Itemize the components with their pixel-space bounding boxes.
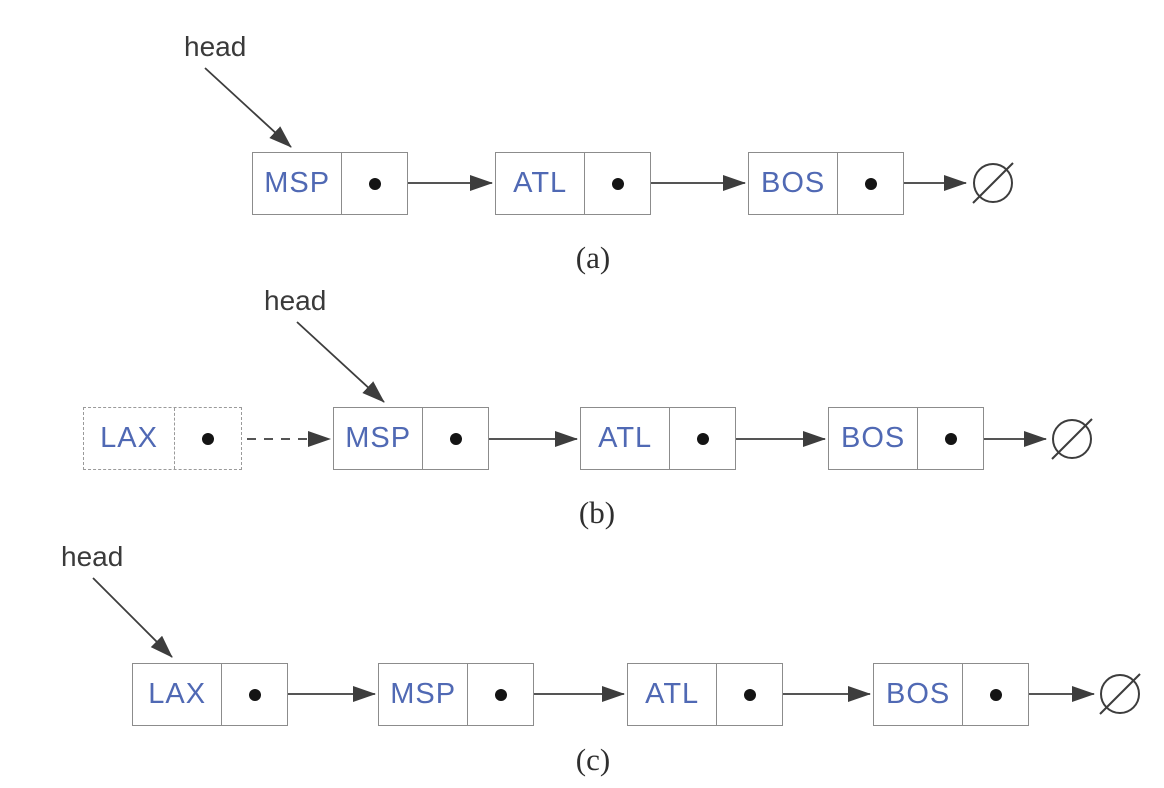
node-atl-b: ATL: [580, 407, 736, 470]
node-value: MSP: [334, 408, 424, 469]
null-terminator-a: [972, 162, 1014, 204]
node-lax-b-inserted: LAX: [83, 407, 242, 470]
node-value: LAX: [133, 664, 223, 725]
sublist-label-c: (c): [575, 742, 611, 777]
node-value: ATL: [628, 664, 718, 725]
node-value: BOS: [829, 408, 919, 469]
node-value: MSP: [379, 664, 469, 725]
pointer-dot: [449, 432, 462, 445]
node-atl-a: ATL: [495, 152, 651, 215]
sublist-label-b: (b): [578, 495, 616, 530]
pointer-cell: [585, 153, 650, 214]
node-value: MSP: [253, 153, 343, 214]
pointer-dot: [696, 432, 709, 445]
head-arrow-a: [204, 67, 292, 148]
pointer-cell: [423, 408, 488, 469]
null-terminator-b: [1051, 418, 1093, 460]
node-value: ATL: [581, 408, 671, 469]
pointer-dot: [944, 432, 957, 445]
head-pointer-label-c: head: [61, 541, 124, 572]
node-value: BOS: [749, 153, 839, 214]
pointer-cell: [963, 664, 1028, 725]
head-arrow-c: [92, 577, 173, 658]
pointer-cell: [342, 153, 407, 214]
node-value: LAX: [84, 408, 176, 469]
pointer-dot: [611, 177, 624, 190]
pointer-dot: [743, 688, 756, 701]
head-arrow-b: [296, 321, 385, 403]
node-msp-c: MSP: [378, 663, 534, 726]
node-bos-c: BOS: [873, 663, 1029, 726]
pointer-dot: [248, 688, 261, 701]
pointer-cell: [838, 153, 903, 214]
node-msp-a: MSP: [252, 152, 408, 215]
pointer-cell: [468, 664, 533, 725]
head-pointer-label-a: head: [184, 31, 247, 62]
node-msp-b: MSP: [333, 407, 489, 470]
node-value: BOS: [874, 664, 964, 725]
pointer-cell: [717, 664, 782, 725]
pointer-cell: [175, 408, 241, 469]
pointer-dot: [494, 688, 507, 701]
pointer-dot: [989, 688, 1002, 701]
null-terminator-c: [1099, 673, 1141, 715]
pointer-dot: [864, 177, 877, 190]
node-value: ATL: [496, 153, 586, 214]
node-atl-c: ATL: [627, 663, 783, 726]
node-bos-a: BOS: [748, 152, 904, 215]
pointer-dot: [368, 177, 381, 190]
sublist-label-a: (a): [575, 240, 611, 275]
node-bos-b: BOS: [828, 407, 984, 470]
pointer-dot: [202, 432, 215, 445]
head-pointer-label-b: head: [264, 285, 327, 316]
pointer-cell: [222, 664, 287, 725]
pointer-cell: [918, 408, 983, 469]
pointer-cell: [670, 408, 735, 469]
node-lax-c: LAX: [132, 663, 288, 726]
